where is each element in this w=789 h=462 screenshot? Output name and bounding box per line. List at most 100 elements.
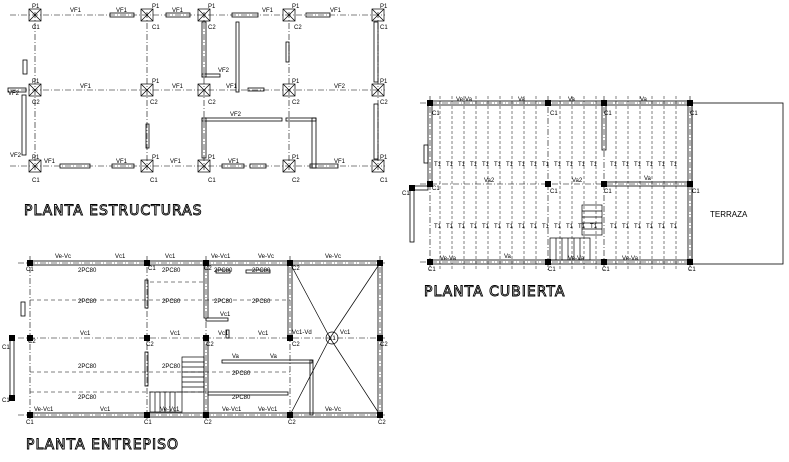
label-c2: C2 — [204, 266, 212, 272]
label-t1: T1 — [578, 162, 586, 168]
plan-entrepiso — [9, 256, 385, 420]
label-c1: C1 — [432, 111, 440, 117]
label-c1: C1 — [604, 111, 612, 117]
label-vf1: VF1 — [172, 8, 184, 14]
label-vf1: VF1 — [262, 8, 274, 14]
label-c1: C1 — [428, 267, 436, 273]
label-c1: C1 — [432, 186, 440, 192]
label-vf1: VF1 — [116, 159, 128, 165]
label-c1: C1 — [548, 267, 556, 273]
label-t1: T1 — [634, 224, 642, 230]
label-va: Va — [568, 97, 576, 103]
label-c1: C1 — [208, 178, 216, 184]
label-p1: P1 — [208, 4, 216, 10]
column-marker — [28, 159, 42, 173]
label-2pc80: 2PC80 — [78, 364, 97, 370]
label-vevc1: Ve-Vc1 — [34, 407, 54, 413]
label-p1: P1 — [380, 4, 388, 10]
label-vc1: Vc1 — [218, 331, 229, 337]
title-planta-estructuras: PLANTA ESTRUCTURAS — [24, 203, 203, 219]
label-vf1: VF1 — [170, 159, 182, 165]
label-t1: T1 — [434, 224, 442, 230]
label-vevc1: Ve-Vc1 — [258, 407, 278, 413]
label-vc1: Vc1 — [80, 331, 91, 337]
label-t1: T1 — [446, 224, 454, 230]
label-c2: C2 — [32, 100, 40, 106]
label-2pc80: 2PC80 — [232, 371, 251, 377]
label-vf1: VF1 — [172, 84, 184, 90]
label-c1: C1 — [402, 191, 410, 197]
label-va2: Va2 — [484, 178, 495, 184]
label-c2: C2 — [204, 420, 212, 426]
label-va: Va — [232, 354, 240, 360]
label-vevc: Ve-Vc — [325, 407, 341, 413]
label-vc1: Vc1 — [220, 312, 231, 318]
label-t1: T1 — [658, 224, 666, 230]
label-vf1: VF1 — [334, 159, 346, 165]
column-marker — [28, 83, 42, 97]
column-marker — [197, 159, 211, 173]
label-terraza: TERRAZA — [710, 210, 748, 219]
label-t1: T1 — [446, 162, 454, 168]
label-t1: T1 — [494, 162, 502, 168]
column-marker — [28, 8, 42, 22]
column-marker — [282, 8, 296, 22]
label-2pc80: 2PC80 — [78, 268, 97, 274]
label-c1: C1 — [688, 267, 696, 273]
label-2pc80: 2PC80 — [252, 299, 271, 305]
label-t1: T1 — [566, 224, 574, 230]
label-c1: C1 — [2, 398, 10, 404]
label-p1: P1 — [152, 155, 160, 161]
label-2pc80: 2PC80 — [214, 299, 233, 305]
label-p1: P1 — [152, 79, 160, 85]
label-t1: T1 — [530, 224, 538, 230]
column-marker — [282, 83, 296, 97]
label-2pc80: 2PC80 — [232, 395, 251, 401]
labels-entrepiso: Ve-Vc Vc1 Vc1 Ve-Vc1 Ve-Vc Ve-Vc 2PC80 2… — [2, 254, 388, 426]
label-c1: C1 — [550, 189, 558, 195]
label-p1: P1 — [208, 155, 216, 161]
label-p1: P1 — [380, 79, 388, 85]
label-c1: C1 — [604, 189, 612, 195]
label-c2: C2 — [208, 25, 216, 31]
label-vevc: Ve-Vc — [258, 254, 274, 260]
label-t1: T1 — [622, 224, 630, 230]
label-t1: T1 — [610, 162, 618, 168]
title-planta-cubierta: PLANTA CUBIERTA — [424, 284, 565, 300]
column-marker — [140, 8, 154, 22]
column-marker — [197, 83, 211, 97]
label-c2: C2 — [146, 342, 154, 348]
label-c2: C2 — [292, 100, 300, 106]
label-t1: T1 — [518, 162, 526, 168]
label-c2: C2 — [292, 266, 300, 272]
label-2pc80: 2PC80 — [78, 299, 97, 305]
label-t1: T1 — [458, 162, 466, 168]
label-p1: P1 — [152, 4, 160, 10]
label-vc1: Vc1 — [340, 330, 351, 336]
label-t1: T1 — [578, 224, 586, 230]
label-c2: C2 — [150, 100, 158, 106]
label-veva: Ve-Va — [568, 256, 585, 262]
label-va: Va — [644, 176, 652, 182]
label-c1: C1 — [150, 178, 158, 184]
label-vf2: VF2 — [10, 153, 22, 159]
label-vf1: VF1 — [70, 8, 82, 14]
label-vf1: VF1 — [226, 84, 238, 90]
label-p1: P1 — [32, 4, 40, 10]
label-2pc80: 2PC80 — [214, 268, 233, 274]
label-c1: C1 — [380, 178, 388, 184]
label-c1: C1 — [26, 420, 34, 426]
label-vc1vd: Vc1-Vd — [292, 330, 312, 336]
column-marker — [140, 83, 154, 97]
label-t1: T1 — [610, 224, 618, 230]
label-vf2: VF2 — [218, 68, 230, 74]
label-vc1: Vc1 — [100, 407, 111, 413]
label-c2: C2 — [292, 178, 300, 184]
label-p1: P1 — [292, 79, 300, 85]
label-c1: C1 — [32, 25, 40, 31]
labels-cubierta: Ve-Va Va Va Va Va2 Va2 Va Ve-Va Va Ve-Va… — [402, 97, 748, 273]
label-t1: T1 — [458, 224, 466, 230]
label-vevc1: Ve-Vc1 — [160, 407, 180, 413]
